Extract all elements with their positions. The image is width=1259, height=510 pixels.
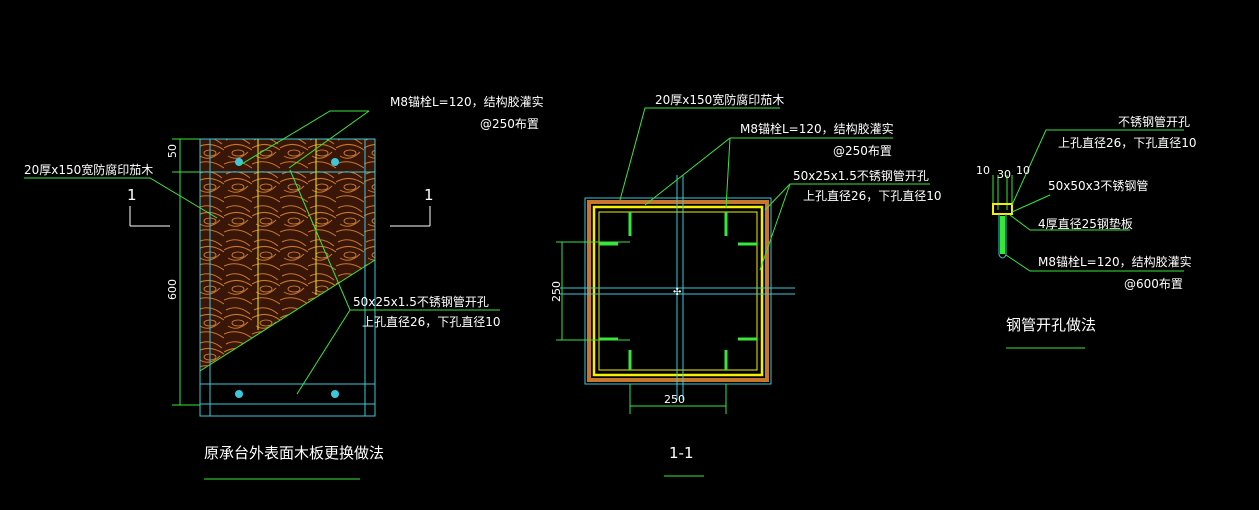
pipe-detail xyxy=(992,129,1184,349)
leader-wood xyxy=(24,177,218,219)
left-title: 原承台外表面木板更换做法 xyxy=(204,444,384,462)
dim-height: 600 xyxy=(166,279,179,300)
note-tube: 50x25x1.5不锈钢管开孔 xyxy=(793,168,929,183)
bolt-icon xyxy=(235,158,243,166)
section-mark-right: 1 xyxy=(424,186,434,204)
note-bolt-spacing: @250布置 xyxy=(833,144,892,158)
wood-layer xyxy=(587,200,769,382)
section-1-1: ✣ xyxy=(556,107,930,477)
note-pipe: 50x50x3不锈钢管 xyxy=(1048,178,1148,193)
anchor-fill xyxy=(1000,216,1005,254)
dim-top: 50 xyxy=(166,144,179,158)
note-bolt-spacing: @250布置 xyxy=(480,117,539,131)
bolt-icon xyxy=(331,158,339,166)
note-bolt-spacing: @600布置 xyxy=(1124,277,1183,291)
left-elevation xyxy=(24,110,500,480)
note-open: 不锈钢管开孔 xyxy=(1118,114,1190,129)
note-bolt: M8锚栓L=120，结构胶灌实 xyxy=(740,121,894,136)
frame-outline xyxy=(199,138,376,417)
leader-open xyxy=(1011,129,1184,206)
center-mark-icon: ✣ xyxy=(673,287,681,298)
note-holes: 上孔直径26，下孔直径10 xyxy=(362,315,501,329)
detail-title: 钢管开孔做法 xyxy=(1006,316,1096,334)
dim-c: 10 xyxy=(1016,164,1030,177)
section-mark-left: 1 xyxy=(127,186,137,204)
bolt-icon xyxy=(235,390,243,398)
note-holes: 上孔直径26，下孔直径10 xyxy=(1058,136,1197,150)
dim-b: 30 xyxy=(997,168,1011,181)
note-holes: 上孔直径26，下孔直径10 xyxy=(803,189,942,203)
leader-bolt xyxy=(1005,254,1184,272)
break-line xyxy=(199,259,376,372)
note-wood: 20厚x150宽防腐印茄木 xyxy=(24,162,153,177)
note-bolt: M8锚栓L=120，结构胶灌实 xyxy=(390,94,544,109)
leader-wood xyxy=(619,107,780,201)
section-title: 1-1 xyxy=(669,444,694,462)
leader-bolt xyxy=(239,110,369,166)
steel-pipe xyxy=(992,203,1013,215)
steel-tube-outer xyxy=(592,205,764,377)
anchor-bolts xyxy=(599,212,757,370)
dim-bottom: 250 xyxy=(664,393,685,406)
leader-plate xyxy=(1009,214,1130,231)
note-tube: 50x25x1.5不锈钢管开孔 xyxy=(353,294,489,309)
note-bolt: M8锚栓L=120，结构胶灌实 xyxy=(1038,254,1192,269)
note-wood: 20厚x150宽防腐印茄木 xyxy=(655,92,784,107)
bolt-icon xyxy=(331,390,339,398)
steel-tube-inner xyxy=(598,211,758,371)
dim-a: 10 xyxy=(976,164,990,177)
leader-pipe xyxy=(1011,194,1051,213)
dim-side: 250 xyxy=(550,281,563,302)
note-plate: 4厚直径25钢垫板 xyxy=(1038,216,1133,231)
outer-outline xyxy=(584,197,772,385)
